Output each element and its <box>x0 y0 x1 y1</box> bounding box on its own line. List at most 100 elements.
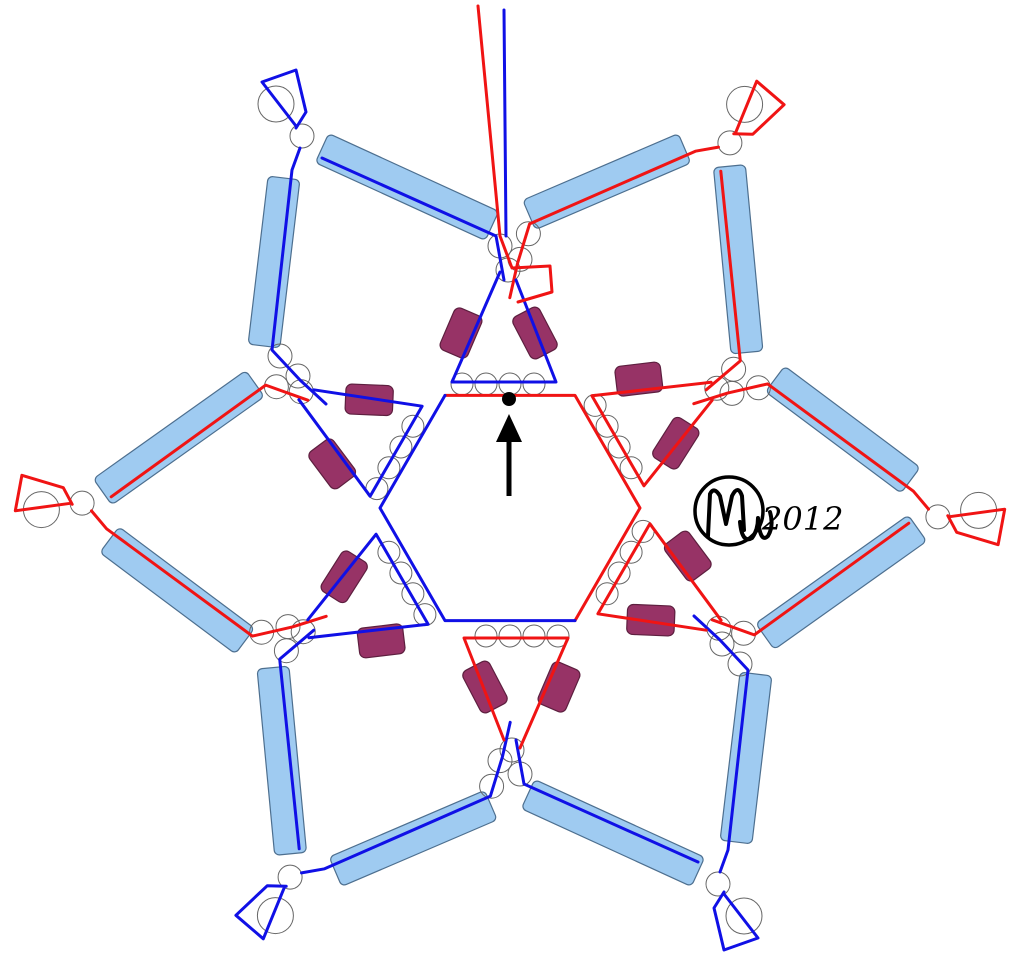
long-bead <box>522 780 704 886</box>
thread-blue <box>300 720 512 875</box>
seed-bead <box>498 624 522 648</box>
short-bead <box>439 307 483 359</box>
short-bead <box>462 660 508 714</box>
thread-end-red <box>476 4 554 304</box>
seed-bead <box>595 414 619 438</box>
thread-red <box>692 382 930 511</box>
short-bead <box>663 530 712 582</box>
seed-bead <box>377 456 401 480</box>
thread-triangle <box>596 522 723 632</box>
thread-blue <box>260 68 308 130</box>
signature-logo: 2012 <box>693 475 843 547</box>
thread-red <box>732 79 786 136</box>
short-bead <box>512 306 558 360</box>
seed-bead <box>607 435 631 459</box>
direction-arrow-icon <box>496 414 522 442</box>
seed-bead <box>256 897 294 935</box>
seed-bead <box>719 380 745 406</box>
thread-end-blue <box>502 8 508 238</box>
seed-bead <box>277 864 303 890</box>
thread-blue <box>320 156 506 282</box>
signature-year: 2012 <box>761 500 843 538</box>
seed-bead <box>275 614 301 640</box>
short-bead <box>356 623 406 659</box>
thread-triangle <box>590 380 714 488</box>
short-bead <box>308 438 357 490</box>
short-bead <box>614 361 664 397</box>
long-bead <box>101 528 254 653</box>
thread-red <box>109 383 310 499</box>
thread-triangle <box>450 270 558 384</box>
seed-bead <box>487 748 513 774</box>
seed-bead <box>705 871 731 897</box>
seed-bead <box>522 372 546 396</box>
short-bead-layer <box>308 306 712 714</box>
long-bead <box>94 371 263 504</box>
seed-bead <box>377 540 401 564</box>
thread-blue <box>712 890 760 952</box>
seed-bead <box>290 619 316 645</box>
thread-blue <box>234 884 288 941</box>
signature-ring <box>693 475 765 547</box>
seed-bead <box>389 435 413 459</box>
seed-bead <box>479 773 505 799</box>
long-bead <box>330 791 497 886</box>
thread-path-layer <box>13 4 1007 952</box>
thread-red <box>508 145 720 300</box>
long-bead <box>713 164 764 355</box>
seed-bead <box>726 85 764 123</box>
seed-bead <box>285 363 311 389</box>
start-dot-marker <box>502 392 516 406</box>
thread-blue <box>270 146 328 406</box>
long-bead <box>316 134 498 240</box>
seed-bead <box>273 638 299 664</box>
seed-bead <box>721 356 747 382</box>
seed-bead <box>727 651 753 677</box>
seed-bead <box>515 221 541 247</box>
seed-bead <box>717 130 743 156</box>
long-bead <box>766 367 919 492</box>
seed-bead <box>474 372 498 396</box>
seed-bead <box>595 582 619 606</box>
seed-bead <box>389 561 413 585</box>
thread-red <box>710 521 911 637</box>
seed-bead <box>401 582 425 606</box>
seed-bead <box>288 379 314 405</box>
thread-blue <box>692 614 750 874</box>
long-bead <box>523 134 690 229</box>
seed-bead <box>522 624 546 648</box>
seed-bead <box>709 631 735 657</box>
seed-bead <box>257 85 295 123</box>
thread-triangle <box>462 636 570 750</box>
seed-bead <box>498 372 522 396</box>
seed-bead <box>725 897 763 935</box>
thread-red <box>946 507 1007 547</box>
signature-m-stroke <box>706 488 746 538</box>
seed-bead <box>706 615 732 641</box>
thread-red <box>704 169 742 392</box>
seed-bead <box>619 456 643 480</box>
seed-bead <box>546 624 570 648</box>
signature-w-stroke <box>738 510 774 542</box>
thread-blue <box>514 738 700 864</box>
seed-bead <box>619 540 643 564</box>
short-bead <box>537 661 581 713</box>
seed-bead <box>401 414 425 438</box>
seed-bead <box>474 624 498 648</box>
thread-red <box>13 473 74 513</box>
thread-blue <box>278 628 316 851</box>
seed-bead <box>267 343 293 369</box>
long-bead <box>256 665 307 856</box>
seed-bead <box>289 123 315 149</box>
seed-bead <box>704 375 730 401</box>
seed-bead-layer <box>22 85 998 935</box>
thread-red <box>90 509 328 638</box>
seed-bead <box>607 561 631 585</box>
start-marker <box>496 392 522 496</box>
thread-blue-hexagon <box>378 393 577 623</box>
thread-triangle <box>297 388 424 498</box>
thread-triangle <box>306 532 430 640</box>
long-bead <box>757 516 926 649</box>
